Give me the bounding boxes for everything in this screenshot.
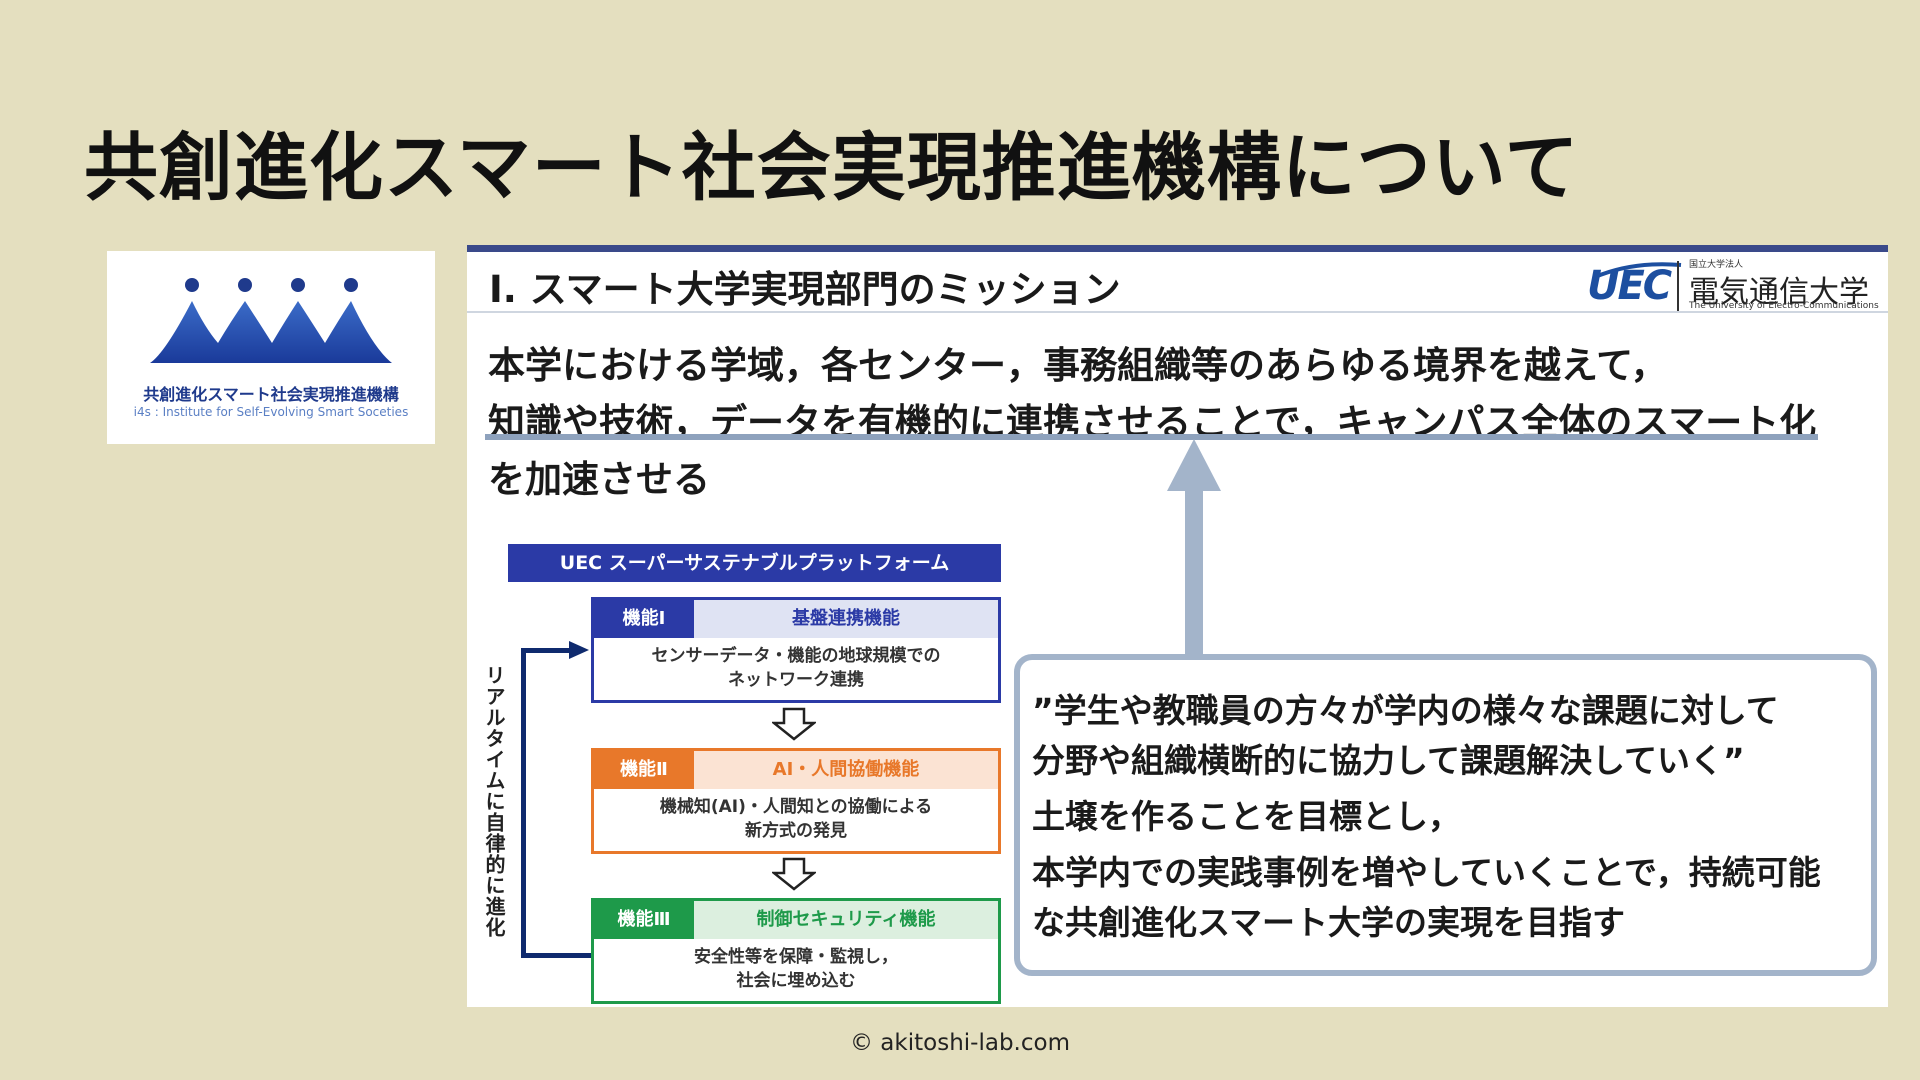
quote-line: な共創進化スマート大学の実現を目指す — [1032, 903, 1626, 942]
slide-heading: Ⅰ. スマート大学実現部門のミッション — [489, 268, 1121, 311]
function-header: 機能Ⅰ 基盤連携機能 — [594, 600, 998, 638]
function-name: 制御セキュリティ機能 — [694, 901, 998, 939]
quote-line: 本学内での実践事例を増やしていくことで，持続可能 — [1032, 853, 1821, 892]
institute-name-en: i4s : Institute for Self-Evolving Smart … — [133, 405, 409, 419]
function-box-3: 機能Ⅲ 制御セキュリティ機能 安全性等を保障・監視し，社会に埋め込む — [591, 898, 1001, 1004]
function-label: 機能Ⅱ — [594, 751, 694, 789]
mission-line: 本学における学域，各センター，事務組織等のあらゆる境界を越えて， — [488, 344, 1668, 387]
goal-text: ”学生や教職員の方々が学内の様々な課題に対して 分野や組織横断的に協力して課題解… — [1032, 686, 1861, 948]
page-title: 共創進化スマート社会実現推進機構について — [84, 125, 1580, 211]
function-description: センサーデータ・機能の地球規模でのネットワーク連携 — [651, 646, 941, 690]
platform-title: UEC スーパーサステナブルプラットフォーム — [508, 544, 1001, 582]
heading-divider — [467, 311, 1888, 313]
function-label: 機能Ⅰ — [594, 600, 694, 638]
quote-line: ”学生や教職員の方々が学内の様々な課題に対して — [1032, 691, 1779, 730]
university-name-en: The University of Electro-Communications — [1689, 301, 1879, 311]
goal-quote-box: ”学生や教職員の方々が学内の様々な課題に対して 分野や組織横断的に協力して課題解… — [1014, 654, 1877, 976]
down-arrow-icon — [772, 857, 816, 891]
function-description: 安全性等を保障・監視し，社会に埋め込む — [694, 947, 898, 991]
function-name: AI・人間協働機能 — [694, 751, 998, 789]
university-name: 電気通信大学 — [1689, 275, 1869, 310]
quote-line: 分野や組織横断的に協力して課題解決していく” — [1032, 741, 1745, 780]
embedded-slide: Ⅰ. スマート大学実現部門のミッション UEC 国立大学法人 電気通信大学 Th… — [467, 245, 1888, 1007]
loop-label: リアルタイムに自律的に進化 — [482, 665, 506, 938]
feedback-loop-line — [521, 648, 571, 653]
feedback-loop-line — [521, 648, 526, 958]
function-name: 基盤連携機能 — [694, 600, 998, 638]
mission-line: を加速させる — [488, 458, 710, 501]
university-type: 国立大学法人 — [1689, 260, 1744, 270]
feedback-arrow-icon — [569, 641, 589, 659]
function-box-2: 機能Ⅱ AI・人間協働機能 機械知(AI)・人間知との協働による新方式の発見 — [591, 748, 1001, 854]
copyright-text: © akitoshi-lab.com — [850, 1030, 1070, 1056]
logo-divider — [1677, 261, 1679, 311]
quote-line: 土壌を作ることを目標とし， — [1032, 797, 1461, 836]
institute-name-jp: 共創進化スマート社会実現推進機構 — [143, 385, 399, 404]
slide-top-bar — [467, 245, 1888, 252]
down-arrow-icon — [772, 707, 816, 741]
function-header: 機能Ⅲ 制御セキュリティ機能 — [594, 901, 998, 939]
function-header: 機能Ⅱ AI・人間協働機能 — [594, 751, 998, 789]
mission-underline — [485, 434, 1818, 440]
uec-swoosh-icon — [1594, 262, 1682, 279]
feedback-loop-line — [521, 953, 591, 958]
function-description: 機械知(AI)・人間知との協働による新方式の発見 — [659, 797, 933, 841]
function-label: 機能Ⅲ — [594, 901, 694, 939]
mountains-with-dots-logo-icon — [150, 278, 392, 363]
up-arrow-icon — [1167, 439, 1221, 491]
institute-logo: 共創進化スマート社会実現推進機構 i4s : Institute for Sel… — [107, 251, 435, 444]
function-box-1: 機能Ⅰ 基盤連携機能 センサーデータ・機能の地球規模でのネットワーク連携 — [591, 597, 1001, 703]
uec-logo: UEC — [1587, 263, 1672, 309]
